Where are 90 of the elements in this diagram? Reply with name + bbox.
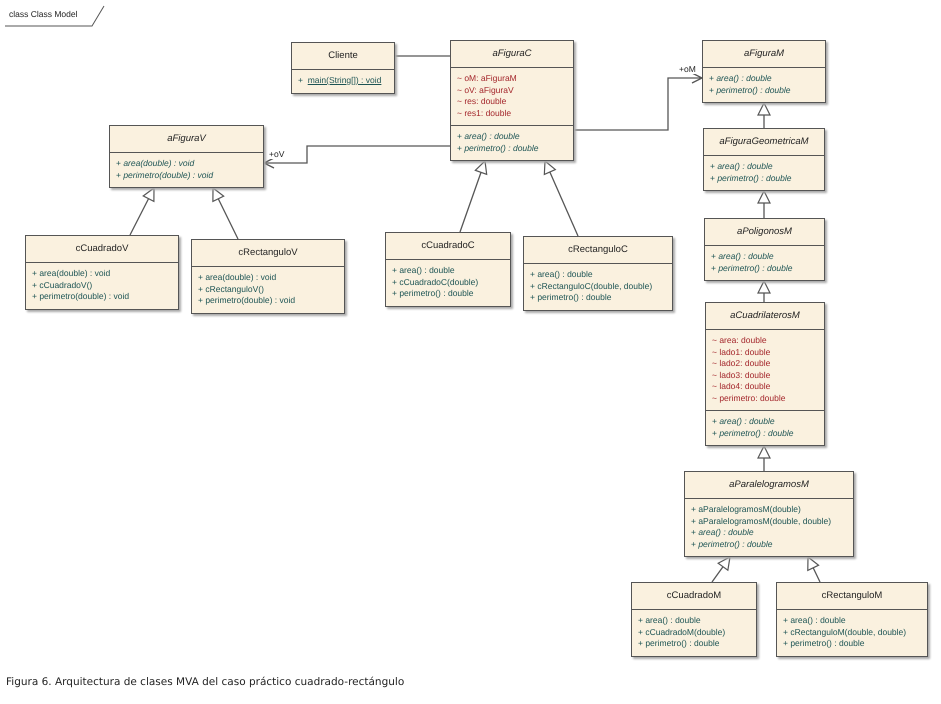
operation-text: + cCuadradoC(double) [392, 276, 480, 288]
generalization-arrow [212, 187, 239, 240]
operation-text: + perimetro() : double [691, 538, 774, 550]
generalization-arrow [544, 160, 579, 236]
operation-text: + cRectanguloC(double, double) [530, 280, 654, 292]
role-label: +oM [678, 64, 697, 74]
operation-text: + area(double) : void [198, 272, 278, 284]
attribute-text: ~ perimetro: double [712, 392, 786, 404]
class-name: cRectanguloM [820, 589, 884, 603]
attribute-text: ~ oV: aFiguraV [457, 84, 515, 96]
operation-text: + perimetro(double) : void [32, 291, 130, 302]
operation-text: + perimetro(double) : void [198, 295, 296, 306]
class-box [705, 302, 825, 446]
operation-text: + area() : double [712, 416, 776, 428]
attribute-text: ~ oM: aFiguraM [457, 73, 518, 84]
class-name: aFiguraC [491, 47, 533, 61]
operation-text: + area() : double [709, 73, 773, 84]
operation-text: + area() : double [392, 265, 456, 276]
generalization-arrow [129, 187, 155, 236]
class-name: cRectanguloC [567, 243, 629, 257]
frame-title: class Class Model [9, 9, 78, 19]
attribute-text: ~ area: double [712, 335, 768, 346]
operation-text: + perimetro() : double [711, 262, 794, 274]
generalization-arrow [459, 160, 488, 232]
operation-text: + main(String[]) : void [298, 75, 382, 86]
class-box [385, 232, 511, 306]
class-name: cRectanguloV [237, 246, 299, 260]
operation-text: + area() : double [710, 161, 774, 172]
attribute-text: ~ res1: double [457, 108, 512, 119]
association-line [395, 55, 450, 57]
association-line [263, 145, 450, 169]
generalization-arrow [807, 556, 821, 582]
association-line [574, 72, 703, 131]
class-name: cCuadradoC [420, 239, 476, 253]
operation-text: + perimetro() : double [709, 84, 792, 96]
generalization-arrow [711, 556, 731, 582]
class-name: aParalelogramosM [728, 478, 810, 492]
generalization-arrow [757, 190, 771, 218]
class-name: aCuadrilaterosM [729, 309, 801, 323]
class-box [109, 125, 264, 188]
operation-text: + area() : double [530, 269, 594, 280]
class-name: aPoligonosM [736, 225, 793, 239]
generalization-arrow [757, 445, 771, 471]
class-box [684, 471, 854, 557]
operation-text: + perimetro() : double [710, 172, 792, 184]
class-box [191, 239, 345, 314]
operation-text: + cRectanguloV() [198, 284, 265, 295]
operation-text: + perimetro() : double [392, 288, 474, 300]
role-label: +oV [268, 149, 286, 159]
class-box [776, 582, 928, 656]
operation-text: + perimetro() : double [712, 428, 794, 439]
operation-text: + area() : double [711, 251, 775, 262]
class-box [25, 235, 179, 310]
operation-text: + perimetro(double) : void [116, 170, 214, 181]
figure-caption: Figura 6. Arquitectura de clases MVA del caso práctico cuadrado-rectángulo [6, 676, 404, 688]
class-name: cCuadradoV [74, 242, 130, 256]
class-box [291, 42, 395, 94]
class-name: Cliente [327, 49, 359, 63]
operation-text: + area(double) : void [116, 158, 196, 170]
class-box [523, 236, 673, 310]
operation-text: + aParalelogramosM(double, double) [691, 516, 832, 527]
class-box [703, 128, 825, 191]
generalization-arrow [757, 102, 771, 128]
operation-text: + area(double) : void [32, 268, 112, 280]
operation-text: + perimetro() : double [457, 142, 540, 154]
attribute-text: ~ lado4: double [712, 381, 772, 392]
operation-text: + perimetro() : double [638, 638, 720, 650]
class-name: aFiguraV [166, 132, 208, 146]
class-name: aFiguraGeometricaM [718, 135, 810, 149]
operation-text: + cCuadradoM(double) [638, 626, 726, 638]
class-box [702, 40, 826, 103]
attribute-text: ~ res: double [457, 96, 508, 108]
attribute-text: ~ lado1: double [712, 346, 772, 358]
generalization-arrow [757, 280, 771, 302]
class-box [450, 40, 574, 161]
operation-text: + cRectanguloM(double, double) [783, 626, 908, 638]
class-box [704, 218, 825, 281]
class-name: cCuadradoM [666, 589, 722, 603]
operation-text: + area() : double [638, 615, 702, 626]
operation-text: + perimetro() : double [530, 292, 612, 304]
operation-text: + area() : double [457, 131, 521, 142]
class-name: aFiguraM [742, 47, 786, 61]
class-box [631, 582, 757, 656]
attribute-text: ~ lado2: double [712, 358, 772, 370]
operation-text: + aParalelogramosM(double) [691, 504, 802, 516]
operation-text: + area() : double [783, 615, 847, 626]
operation-text: + perimetro() : double [783, 638, 866, 650]
operation-text: + cCuadradoV() [32, 280, 94, 291]
operation-text: + area() : double [691, 527, 755, 538]
attribute-text: ~ lado3: double [712, 370, 772, 381]
